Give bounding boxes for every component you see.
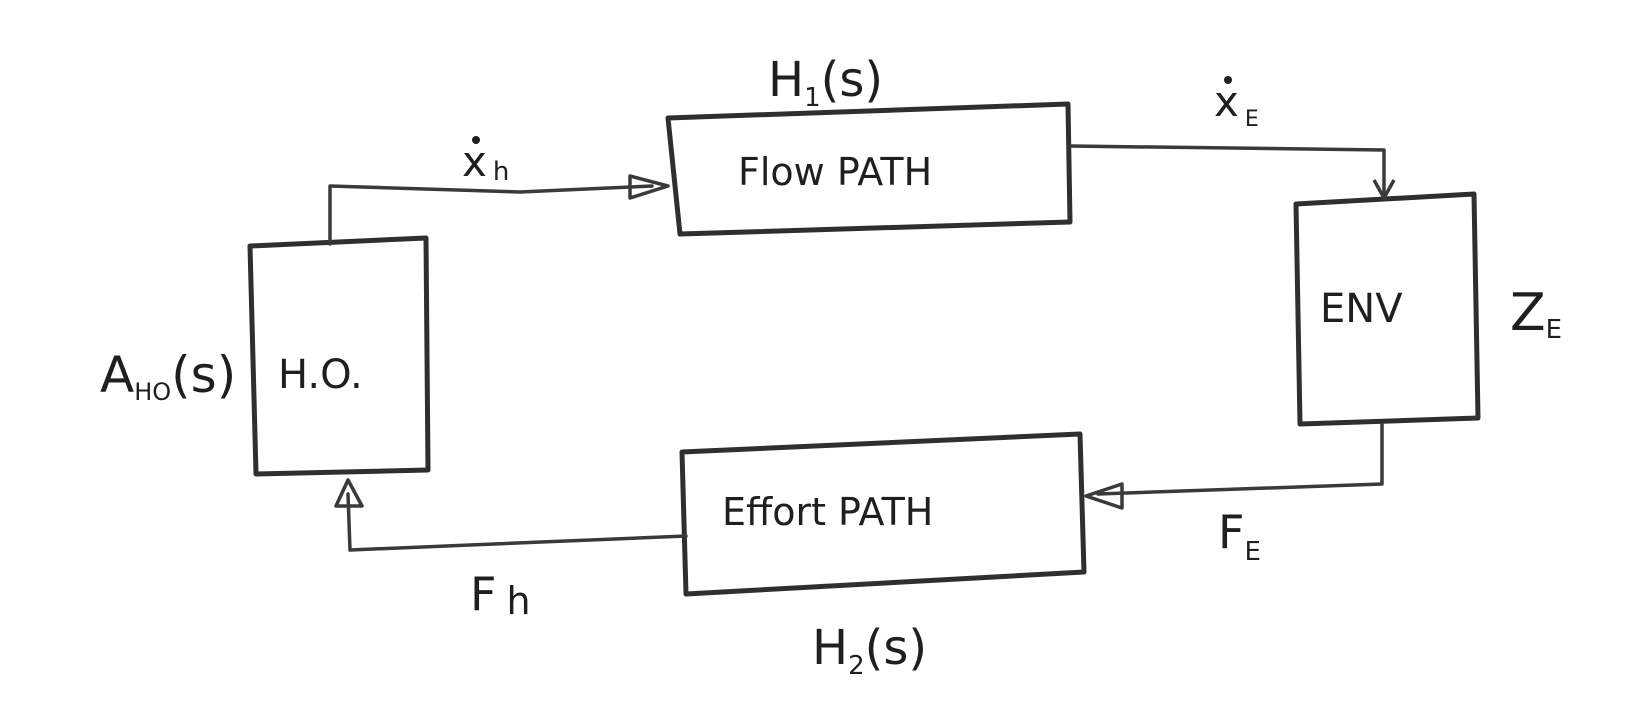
operator-force-symbol: F [470,567,496,621]
operator-force-subscript: h [506,579,530,623]
environment-impedance-letter: Z [1510,283,1546,343]
effort-path-box [679,431,1087,597]
human-operator-transfer-label: AHO(s) [100,346,236,406]
operator-velocity-wire [328,184,654,246]
arrowhead-into-effort-path [1084,482,1124,510]
environment-velocity-subscript: E [1245,107,1259,132]
human-operator-transfer-letter: A [100,346,134,404]
environment-impedance-subscript: E [1546,315,1562,345]
human-operator-transfer-tail: (s) [171,346,236,404]
environment-force-symbol: F [1218,505,1244,559]
arrowhead-into-flow-path [628,174,670,200]
flow-path-transfer-label: H1(s) [768,52,883,113]
arrowhead-into-human-operator [334,478,364,508]
effort-path-block: Effort PATH [679,431,1087,597]
environment-velocity-symbol: x [1214,77,1239,126]
flow-path-box [665,101,1073,237]
human-operator-transfer-subscript: HO [134,378,171,406]
flow-path-block: Flow PATH [665,101,1073,237]
environment-impedance-label: ZE [1510,283,1562,345]
environment-box [1293,191,1481,427]
effort-path-transfer-subscript: 2 [848,651,865,681]
environment-label: ENV [1320,286,1403,332]
effort-path-label: Effort PATH [722,490,933,534]
environment-force-label: FE [1218,505,1261,567]
human-operator-label: H.O. [278,352,363,398]
flow-path-transfer-letter: H [768,52,804,108]
flow-path-label: Flow PATH [738,150,932,194]
operator-velocity-symbol: x [462,137,487,186]
environment-block: ENV [1293,191,1481,427]
operator-force-wire [346,492,688,552]
human-operator-block: H.O. [247,235,431,477]
operator-velocity-dot [472,136,480,144]
arrowhead-into-environment [1372,179,1396,200]
environment-force-wire [1096,422,1384,496]
environment-velocity-dot [1224,76,1232,84]
flow-path-transfer-subscript: 1 [804,83,821,113]
human-operator-box [247,235,431,477]
effort-path-transfer-letter: H [812,620,848,676]
environment-force-subscript: E [1244,537,1260,567]
environment-velocity-wire [1068,144,1386,196]
flow-path-transfer-tail: (s) [821,52,883,108]
operator-velocity-subscript: h [493,157,509,187]
effort-path-transfer-label: H2(s) [812,620,927,681]
effort-path-transfer-tail: (s) [865,620,927,676]
